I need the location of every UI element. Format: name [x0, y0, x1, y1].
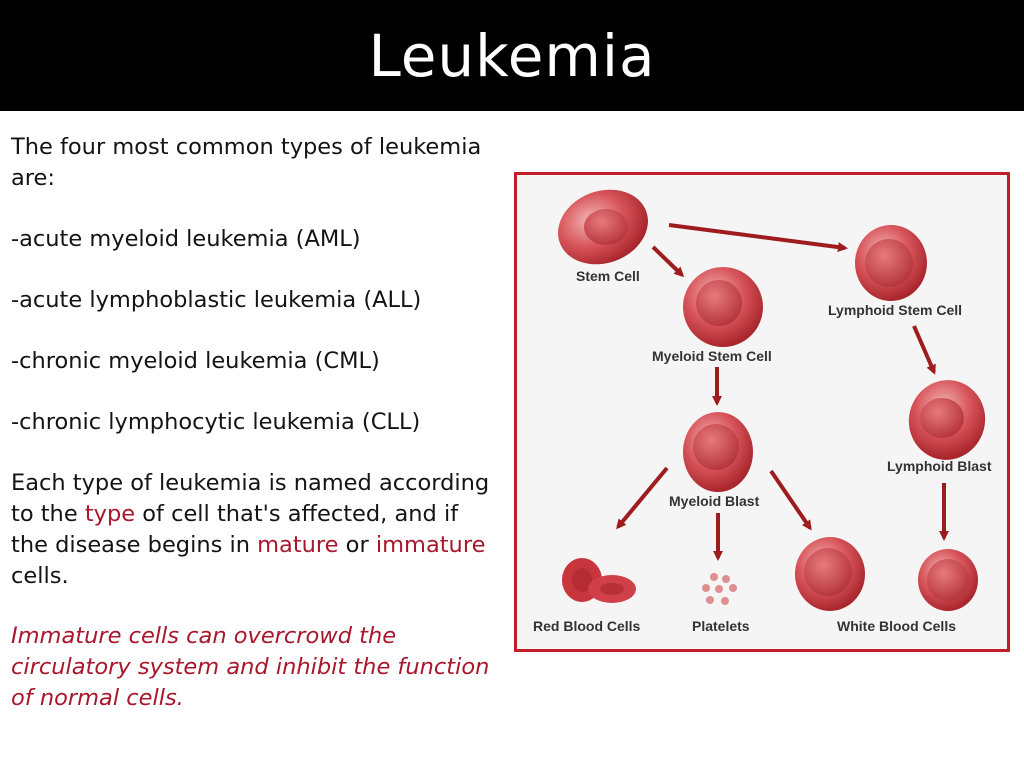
- naming-part1: Each type of leukemia is named according…: [11, 470, 490, 527]
- label-lymphoid-stem-cell: Lymphoid Stem Cell: [828, 302, 963, 318]
- myeloid-blast-icon: [683, 412, 753, 492]
- white-blood-cell-1-icon: [795, 537, 865, 611]
- type-word: type: [84, 501, 136, 527]
- type-cml: -chronic myeloid leukemia (CML): [11, 348, 380, 374]
- naming-paragraph: Each type of leukemia is named according…: [11, 468, 501, 592]
- arrow-blast-to-wbc: [769, 469, 812, 531]
- label-white-blood-cells: White Blood Cells: [837, 618, 956, 634]
- lymphoid-blast-icon: [908, 380, 986, 460]
- white-blood-cell-2-icon: [918, 549, 978, 611]
- type-all: -acute lymphoblastic leukemia (ALL): [11, 287, 422, 313]
- type-aml: -acute myeloid leukemia (AML): [11, 226, 361, 252]
- naming-part4: cells.: [11, 563, 69, 589]
- title-bar: Leukemia: [0, 0, 1024, 111]
- arrow-blast-to-rbc: [616, 466, 669, 530]
- arrow-lymphoid-stem-to-blast: [912, 325, 936, 375]
- arrows: [616, 223, 949, 561]
- label-myeloid-stem-cell: Myeloid Stem Cell: [652, 348, 772, 364]
- diagram-graphics: [558, 189, 986, 611]
- slide-title: Leukemia: [368, 21, 656, 90]
- mature-word: mature: [257, 532, 339, 558]
- type-cll: -chronic lymphocytic leukemia (CLL): [11, 409, 421, 435]
- red-blood-cells-icon: [562, 558, 636, 603]
- label-myeloid-blast: Myeloid Blast: [669, 493, 760, 509]
- naming-part3: or: [338, 532, 376, 558]
- arrow-stem-to-myeloid: [651, 245, 685, 278]
- lymphoid-stem-cell-icon: [855, 225, 927, 301]
- naming-part2: of cell that's affected, and if the dise…: [11, 501, 459, 558]
- platelets-icon: [702, 573, 737, 605]
- stem-cell-icon: [558, 189, 648, 265]
- intro-text: The four most common types of leukemia a…: [11, 134, 482, 191]
- immature-word: immature: [375, 532, 486, 558]
- label-platelets: Platelets: [692, 618, 750, 634]
- arrow-stem-to-lymphoid: [668, 223, 848, 253]
- note-text: Immature cells can overcrowd the circula…: [11, 623, 490, 711]
- label-stem-cell: Stem Cell: [576, 268, 640, 284]
- label-lymphoid-blast: Lymphoid Blast: [887, 458, 992, 474]
- myeloid-stem-cell-icon: [683, 267, 763, 347]
- blood-cell-diagram: Stem Cell Lymphoid Stem Cell Myeloid Ste…: [514, 172, 1010, 652]
- text-column: The four most common types of leukemia a…: [11, 132, 501, 714]
- label-red-blood-cells: Red Blood Cells: [533, 618, 641, 634]
